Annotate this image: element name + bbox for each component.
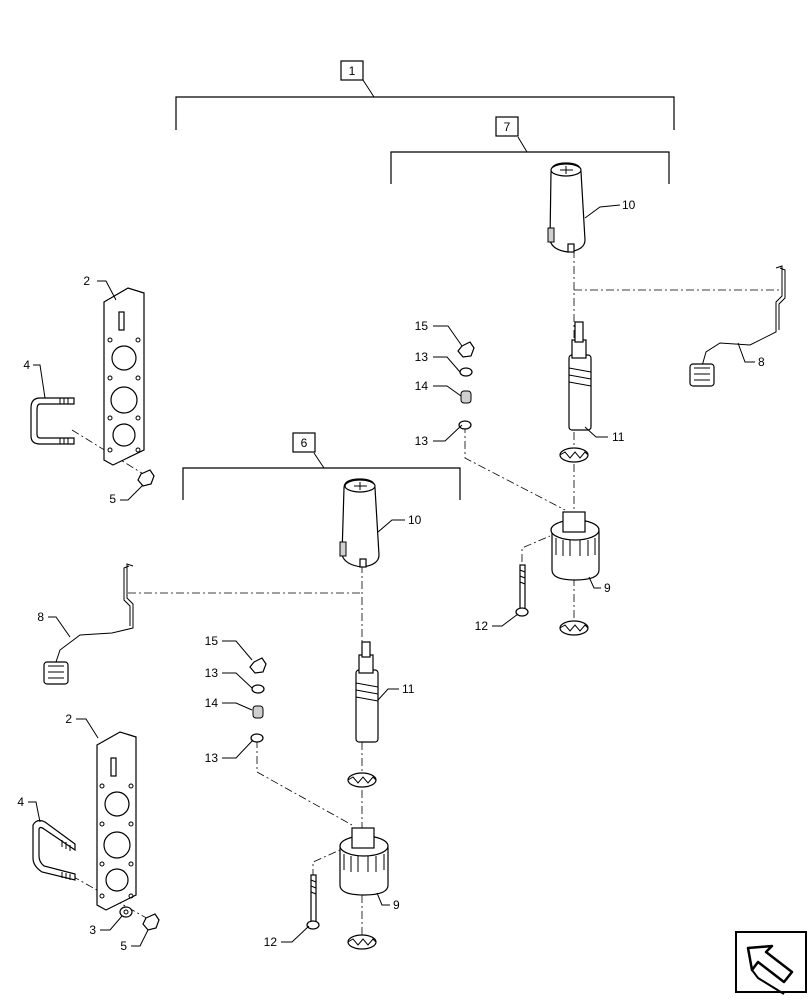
callout-14[interactable]: 14: [205, 696, 219, 710]
callout-13[interactable]: 13: [415, 350, 429, 364]
spring-washer-upper-bottom: [559, 620, 589, 636]
hardware-lower: [249, 657, 267, 743]
callout-15[interactable]: 15: [205, 634, 219, 648]
callout-5[interactable]: 5: [109, 492, 116, 506]
leader-lines: [28, 204, 755, 947]
callout-14[interactable]: 14: [415, 379, 429, 393]
sensor-harness-right: [689, 265, 786, 387]
callout-15[interactable]: 15: [415, 319, 429, 333]
knob-upper: [550, 511, 600, 581]
callout-11[interactable]: 11: [612, 430, 625, 444]
cap-lower: [339, 478, 380, 568]
assembly-label-1[interactable]: 1: [349, 64, 356, 78]
bracket-assembly-7: 7: [390, 116, 670, 184]
bolt-lower: [306, 874, 320, 930]
callout-2[interactable]: 2: [83, 274, 90, 288]
callout-2[interactable]: 2: [65, 712, 72, 726]
hardware-upper: [457, 341, 475, 430]
callout-3[interactable]: 3: [89, 923, 96, 937]
callout-4[interactable]: 4: [23, 358, 30, 372]
callout-9[interactable]: 9: [604, 581, 611, 595]
callout-10[interactable]: 10: [622, 198, 636, 212]
spring-washer-upper: [559, 447, 589, 463]
nut-top: [137, 469, 155, 487]
bracket-assembly-1: 1: [175, 60, 675, 130]
callout-8[interactable]: 8: [37, 610, 44, 624]
callout-5[interactable]: 5: [120, 939, 127, 953]
bolt-upper: [515, 564, 529, 617]
mounting-plate-bottom: [96, 731, 137, 911]
spring-washer-lower-bottom: [347, 934, 377, 950]
callout-12[interactable]: 12: [264, 935, 278, 949]
callout-13[interactable]: 13: [205, 751, 219, 765]
knob-lower: [339, 827, 389, 896]
arrow-icon[interactable]: [735, 931, 807, 995]
callout-11[interactable]: 11: [402, 682, 415, 696]
callout-8[interactable]: 8: [758, 355, 765, 369]
cap-upper: [547, 162, 586, 253]
sensor-harness-left: [43, 563, 134, 685]
washer-bottom: [119, 906, 133, 918]
shaft-lower: [355, 641, 379, 743]
callout-9[interactable]: 9: [393, 898, 400, 912]
u-bolt-top: [30, 397, 75, 445]
callout-4[interactable]: 4: [17, 795, 24, 809]
callout-10[interactable]: 10: [408, 513, 422, 527]
mounting-plate-top: [103, 287, 145, 466]
nut-bottom: [142, 913, 160, 931]
u-bolt-bottom: [32, 819, 76, 881]
shaft-upper: [568, 321, 592, 431]
callout-13[interactable]: 13: [415, 434, 429, 448]
assembly-label-6[interactable]: 6: [301, 436, 308, 450]
callout-numbers: 2 4 5 10 15 13 14 13 11 8 9 12 10 8 15 1…: [17, 198, 765, 953]
callout-12[interactable]: 12: [475, 619, 489, 633]
assembly-label-7[interactable]: 7: [504, 120, 511, 134]
callout-13[interactable]: 13: [205, 666, 219, 680]
spring-washer-lower: [347, 772, 377, 788]
bracket-assembly-6: 6: [182, 432, 461, 500]
